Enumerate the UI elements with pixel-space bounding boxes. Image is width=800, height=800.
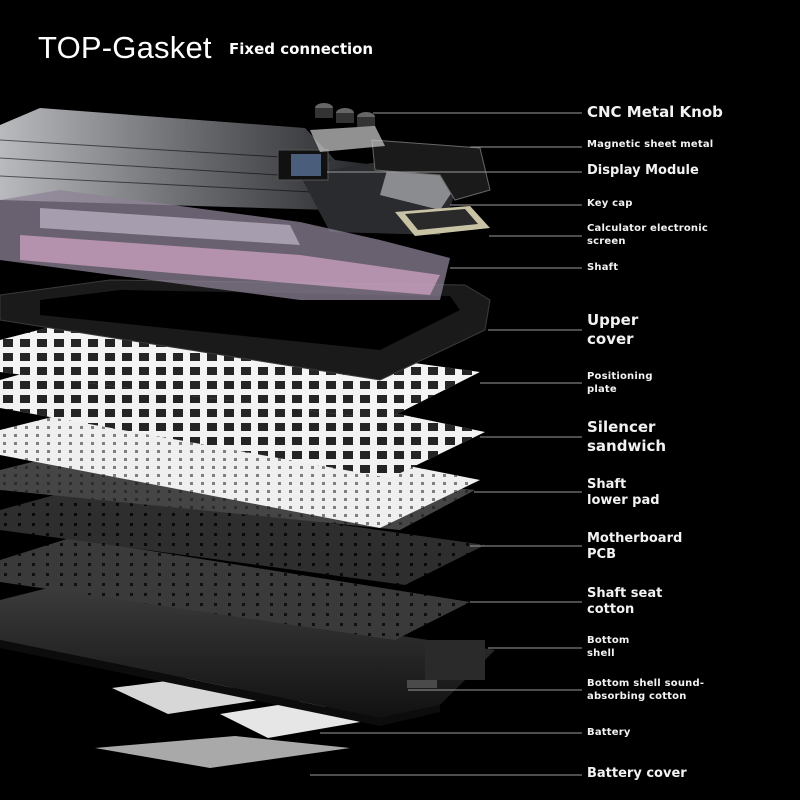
battery-cover (95, 736, 350, 768)
label-cnc-metal-knob: CNC Metal Knob (587, 103, 723, 121)
label-display-module: Display Module (587, 163, 699, 178)
bottom-absorb-cotton (407, 680, 437, 688)
page-title: TOP-Gasket (38, 30, 212, 65)
label-silencer-sandwich: Silencer sandwich (587, 418, 667, 455)
cnc-metal-knobs (310, 103, 385, 152)
label-battery: Battery (587, 727, 631, 738)
label-key-cap: Key cap (587, 198, 633, 209)
label-shaft: Shaft (587, 262, 619, 273)
label-magnetic-sheet-metal: Magnetic sheet metal (587, 139, 714, 150)
magnetic-sheet-metal (371, 139, 491, 201)
page-subtitle: Fixed connection (229, 40, 374, 58)
label-shaft-seat-cotton: Shaft seat cotton (587, 586, 663, 618)
label-positioning-plate: Positioning plate (587, 371, 653, 395)
leader-lines (310, 112, 582, 776)
label-calculator-screen: Calculator electronic screen (587, 223, 708, 247)
label-upper-cover: Upper cover (587, 311, 639, 348)
label-bottom-shell: Bottom shell (587, 635, 630, 659)
label-battery-cover: Battery cover (587, 766, 687, 781)
keycap-field (0, 108, 400, 210)
switch-cluster (0, 190, 450, 300)
label-bottom-shell-cotton: Bottom shell sound- absorbing cotton (587, 678, 705, 702)
label-shaft-lower-pad: Shaft lower pad (587, 477, 660, 509)
label-motherboard-pcb: Motherboard PCB (587, 531, 683, 563)
bottom-shell (0, 585, 495, 718)
